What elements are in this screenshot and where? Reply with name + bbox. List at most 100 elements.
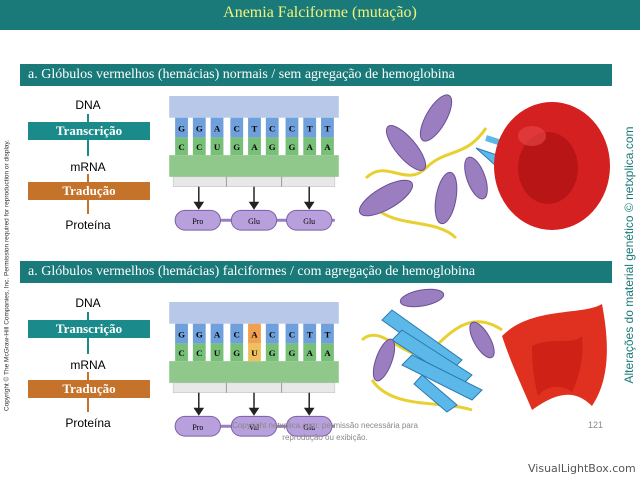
- mrna-bottom-base-5: G: [265, 343, 279, 362]
- mrna-bottom-base-8-label: A: [324, 348, 331, 358]
- page-title: Anemia Falciforme (mutação): [223, 4, 417, 21]
- dna-bottom-base-2-label: A: [214, 329, 221, 339]
- mrna-bottom-base-8: A: [321, 343, 334, 362]
- amino-acid-bottom-1-label: Val: [249, 423, 260, 432]
- amino-acid-top-2-label: Glu: [303, 217, 315, 226]
- dna-top-base-1-label: G: [196, 123, 203, 133]
- mrna-top-base-2-label: U: [214, 142, 221, 152]
- mrna-bottom-base-2: U: [210, 343, 224, 362]
- sickle-red-blood-cell: [502, 304, 607, 410]
- dna-top-base-0-label: G: [178, 123, 185, 133]
- dna-top-base-2: A: [210, 117, 224, 138]
- section-b-header: a. Glóbulos vermelhos (hemácias) falcifo…: [20, 261, 612, 283]
- flow-top-proteina: Proteína: [65, 218, 111, 232]
- dna-bottom-base-0: G: [175, 323, 188, 344]
- mrna-top-base-1-label: C: [196, 142, 202, 152]
- flow-top-traducao: Tradução: [28, 182, 150, 200]
- mrna-bottom-base-4-mutated: U: [248, 343, 261, 362]
- dna-top-base-3-label: C: [234, 123, 240, 133]
- flow-bottom-traducao: Tradução: [28, 380, 150, 398]
- dna-bottom-strand: G G A C A C C T T: [175, 323, 334, 344]
- flow-top-arrow-2: [87, 140, 89, 156]
- dna-bottom-base-8-label: T: [324, 329, 330, 339]
- side-site-text: Alterações do material genético © netxpl…: [622, 126, 636, 384]
- dna-bottom-base-2: A: [210, 323, 224, 344]
- mrna-top-base-2: U: [210, 137, 224, 156]
- amino-acid-bottom-2-label: Glu: [303, 423, 315, 432]
- amino-acid-bottom-2: Glu: [286, 415, 333, 437]
- mrna-top-base-4: A: [248, 137, 261, 156]
- amino-acid-top-1: Glu: [230, 209, 278, 231]
- amino-acid-bottom-0: Pro: [174, 415, 221, 437]
- dna-top-base-8: T: [321, 117, 334, 138]
- dna-top-base-8-label: T: [324, 123, 330, 133]
- mrna-top-base-7-label: A: [307, 142, 314, 152]
- dna-top-base-7: T: [303, 117, 317, 138]
- mrna-bottom-base-2-label: U: [214, 348, 221, 358]
- dna-bottom-base-1: G: [192, 323, 206, 344]
- dna-top-base-2-label: A: [214, 123, 221, 133]
- mrna-bottom-base-0: C: [175, 343, 188, 362]
- gene-diagram-bottom: G G A C A C C T T C C U G U G G A A Pro …: [169, 302, 339, 437]
- flow-bottom-mrna: mRNA: [70, 358, 106, 372]
- flow-bottom-arrow-1: [87, 312, 89, 320]
- dna-bottom-base-5: C: [265, 323, 279, 344]
- dna-top-base-7-label: T: [307, 123, 313, 133]
- dna-bottom-base-1-label: G: [196, 329, 203, 339]
- mrna-top-base-8: A: [321, 137, 334, 156]
- flow-diagram-top: DNA Transcrição mRNA Tradução Proteína: [28, 98, 156, 238]
- flow-top-mrna: mRNA: [70, 160, 106, 174]
- flow-bottom-arrow-4: [87, 398, 89, 412]
- side-site-credit: Alterações do material genético © netxpl…: [620, 120, 638, 390]
- mrna-top-base-3-label: G: [233, 142, 240, 152]
- mrna-top-base-3: G: [230, 137, 244, 156]
- dna-top-base-4-label: T: [252, 123, 258, 133]
- dna-bottom-base-6: C: [285, 323, 299, 344]
- sickle-hemoglobin-protein: [360, 288, 503, 413]
- side-copyright-text: Copyright © The McGraw-Hill Companies, I…: [3, 139, 11, 412]
- dna-bottom-base-4-label: A: [251, 329, 258, 339]
- dna-bottom-base-3: C: [230, 323, 244, 344]
- watermark: VisualLightBox.com: [528, 462, 636, 475]
- dna-top-base-6: C: [285, 117, 299, 138]
- mrna-top-base-5-label: G: [269, 142, 276, 152]
- side-copyright: Copyright © The McGraw-Hill Companies, I…: [2, 92, 12, 452]
- amino-acid-bottom-1: Val: [230, 415, 278, 437]
- mrna-bottom-base-6-label: G: [289, 348, 296, 358]
- flow-top-arrow-3: [87, 174, 89, 182]
- dna-top-base-1: G: [192, 117, 206, 138]
- mrna-bottom-base-1-label: C: [196, 348, 202, 358]
- mrna-bottom-base-5-label: G: [269, 348, 276, 358]
- mrna-bottom-base-1: C: [192, 343, 206, 362]
- mrna-top-base-8-label: A: [324, 142, 331, 152]
- amino-acid-bottom-0-label: Pro: [192, 423, 203, 432]
- mrna-bottom-base-6: G: [285, 343, 299, 362]
- amino-acid-top-0: Pro: [174, 209, 221, 231]
- mrna-top-base-6-label: G: [289, 142, 296, 152]
- flow-diagram-bottom: DNA Transcrição mRNA Tradução Proteína: [28, 296, 156, 436]
- flow-bottom-proteina: Proteína: [65, 416, 111, 430]
- dna-top-base-6-label: C: [289, 123, 295, 133]
- mrna-top-base-7: A: [303, 137, 317, 156]
- mrna-bottom-base-7-label: A: [307, 348, 314, 358]
- mrna-bottom-base-4-label: U: [251, 348, 258, 358]
- flow-top-arrow-1: [87, 114, 89, 122]
- dna-top-base-3: C: [230, 117, 244, 138]
- section-a-label: a. Glóbulos vermelhos (hemácias) normais…: [28, 67, 455, 82]
- mrna-top-base-5: G: [265, 137, 279, 156]
- section-b-label: a. Glóbulos vermelhos (hemácias) falcifo…: [28, 264, 476, 279]
- mrna-bottom-base-3: G: [230, 343, 244, 362]
- mrna-top-base-4-label: A: [251, 142, 258, 152]
- mrna-top-base-1: C: [192, 137, 206, 156]
- flow-bottom-arrow-3: [87, 372, 89, 380]
- dna-bottom-base-7-label: T: [307, 329, 313, 339]
- flow-top-dna: DNA: [75, 98, 101, 112]
- mrna-top-strand: C C U G A G G A A: [175, 137, 334, 156]
- section-a-header: a. Glóbulos vermelhos (hemácias) normais…: [20, 64, 612, 86]
- flow-top-transcricao: Transcrição: [28, 122, 150, 140]
- flow-bottom-transcricao: Transcrição: [28, 320, 150, 338]
- dna-bottom-base-6-label: C: [289, 329, 295, 339]
- dna-bottom-base-4-mutated: A: [248, 323, 261, 344]
- dna-bottom-base-0-label: G: [178, 329, 185, 339]
- amino-acid-top-2: Glu: [286, 209, 333, 231]
